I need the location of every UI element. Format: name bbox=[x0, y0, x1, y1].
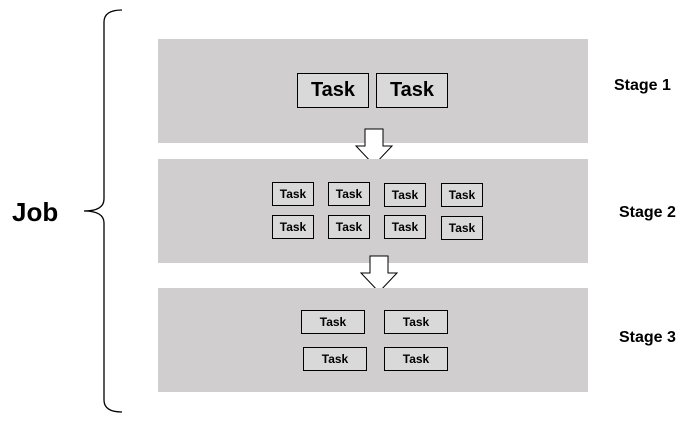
stage-2-task: Task bbox=[384, 215, 426, 239]
stage-2-band bbox=[158, 159, 588, 263]
stage-1-band bbox=[158, 39, 588, 143]
stage-2-task: Task bbox=[384, 183, 426, 207]
stage-3-band bbox=[158, 288, 588, 392]
stage-3-task: Task bbox=[384, 310, 448, 334]
stage-2-label: Stage 2 bbox=[619, 204, 676, 221]
stage-1-task: Task bbox=[297, 73, 369, 108]
stage-3-task: Task bbox=[303, 347, 367, 371]
stage-3-task: Task bbox=[301, 310, 365, 334]
stage-2-task: Task bbox=[272, 182, 314, 206]
stage-3-task: Task bbox=[384, 347, 448, 371]
stage-2-task: Task bbox=[328, 215, 370, 239]
job-label: Job bbox=[12, 197, 59, 227]
stage-1-label: Stage 1 bbox=[614, 77, 671, 94]
stage-2-task: Task bbox=[441, 183, 483, 207]
job-brace bbox=[83, 9, 123, 413]
down-arrow-icon bbox=[359, 255, 399, 293]
down-arrow-icon bbox=[354, 128, 394, 166]
stage-2-task: Task bbox=[441, 216, 483, 240]
stage-3-label: Stage 3 bbox=[619, 329, 676, 346]
stage-1-task: Task bbox=[376, 73, 448, 108]
stage-2-task: Task bbox=[328, 182, 370, 206]
stage-2-task: Task bbox=[272, 215, 314, 239]
